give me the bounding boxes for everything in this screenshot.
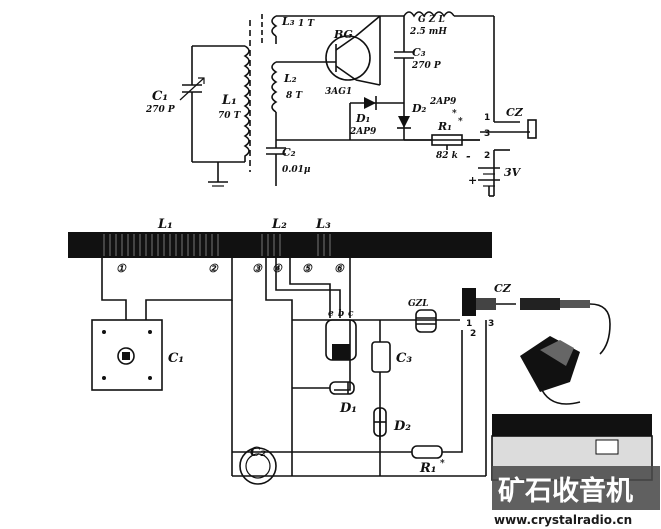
bg-label: BG — [333, 28, 353, 41]
tap-1: ① — [116, 262, 127, 275]
rod-l1-label: L₁ — [157, 217, 173, 232]
pin-e: e — [328, 309, 334, 319]
l1-label: L₁ — [221, 93, 237, 108]
battery-plus: + — [468, 174, 477, 187]
box-c1-label: C₁ — [168, 351, 184, 366]
tap-3: ③ — [252, 262, 263, 275]
battery-minus: - — [466, 150, 471, 163]
gzl-label: G Z L — [418, 15, 445, 25]
d1-label: D₁ — [355, 112, 370, 125]
l2-label: L₂ — [283, 72, 297, 85]
battery-3v — [478, 167, 500, 197]
bg-type: 3AG1 — [325, 87, 352, 97]
l3-coil — [271, 15, 278, 37]
pin-c: c — [348, 309, 354, 319]
d1-part — [329, 381, 355, 395]
battery-label: 3V — [504, 166, 522, 179]
pin-3-label: 3 — [484, 129, 490, 139]
gzl-choke — [403, 11, 455, 18]
pin-1-label: 1 — [484, 113, 490, 123]
d2-label: D₂ — [411, 102, 427, 115]
watermark-url: www.crystalradio.cn — [494, 513, 632, 527]
cz-jack-assembly — [462, 288, 516, 316]
c1-capacitor-box — [91, 319, 163, 391]
tap-6: ⑥ — [334, 262, 345, 275]
watermark-banner — [492, 466, 660, 510]
rod-l2-label: L₂ — [271, 217, 287, 232]
part-d2-label: D₂ — [393, 419, 411, 434]
schematic: L₃ 1 T BG 3AG1 G Z L 2.5 mH C₃ 270 P C₁ … — [145, 11, 537, 197]
earphone — [520, 336, 581, 405]
c1-value: 270 P — [145, 105, 175, 115]
d2-type: 2AP9 — [429, 97, 457, 107]
assembly-cz-label: CZ — [494, 282, 512, 295]
part-d1-label: D₁ — [339, 401, 357, 416]
part-gzl-label: GZL — [408, 299, 429, 309]
c3-part — [371, 341, 391, 373]
l2-coil — [271, 61, 278, 113]
c3-value: 270 P — [411, 61, 441, 71]
l3-winding — [317, 234, 331, 256]
l3-turns: 1 T — [298, 19, 315, 29]
tap-5: ⑤ — [302, 262, 313, 275]
pin-2-label: 2 — [484, 151, 490, 161]
r1-value: 82 k — [436, 151, 458, 161]
d2-mark: * — [452, 109, 457, 119]
r1-label: R₁ — [437, 120, 452, 133]
l3-label: L₃ — [281, 15, 295, 28]
transistor-body — [325, 319, 357, 361]
disc-c2-label: C₂ — [250, 445, 266, 460]
c2-label: C₂ — [282, 146, 296, 159]
part-r1-label: R₁ — [419, 461, 437, 476]
tap-4: ④ — [272, 262, 283, 275]
watermark: 矿石收音机 www.crystalradio.cn — [492, 466, 660, 527]
wiring-diagram: L₁ L₂ L₃ ① ② ③ ④ ⑤ ⑥ — [68, 217, 653, 485]
l2-turns: 8 T — [286, 91, 303, 101]
r1-mark: * — [458, 117, 463, 127]
d1-type: 2AP9 — [349, 127, 377, 137]
pin-b: b — [338, 309, 344, 319]
c2-value: 0.01μ — [282, 165, 311, 175]
c1-variable-capacitor — [179, 45, 245, 163]
gzl-value: 2.5 mH — [409, 27, 447, 37]
bg-transistor — [300, 15, 381, 86]
cz-jack — [480, 119, 537, 196]
earphone-plug — [520, 298, 611, 355]
l1-turns: 70 T — [218, 111, 242, 121]
l2-winding — [261, 234, 281, 256]
jack-pin-3: 3 — [488, 319, 494, 329]
r1-part — [411, 445, 443, 459]
rod-l3-label: L₃ — [315, 217, 331, 232]
c2-disc — [239, 447, 277, 485]
watermark-title: 矿石收音机 — [498, 475, 633, 507]
c1-label: C₁ — [152, 89, 168, 104]
tap-2: ② — [208, 262, 219, 275]
jack-pin-1: 1 — [466, 319, 472, 329]
l1-coil — [243, 45, 250, 162]
l1-winding — [103, 234, 219, 256]
gzl-part — [415, 309, 437, 333]
part-c3-label: C₃ — [396, 351, 412, 366]
jack-pin-2: 2 — [470, 329, 476, 339]
c3-label: C₃ — [412, 46, 426, 59]
part-r1-mark: * — [440, 459, 445, 469]
cz-label: CZ — [506, 106, 524, 119]
